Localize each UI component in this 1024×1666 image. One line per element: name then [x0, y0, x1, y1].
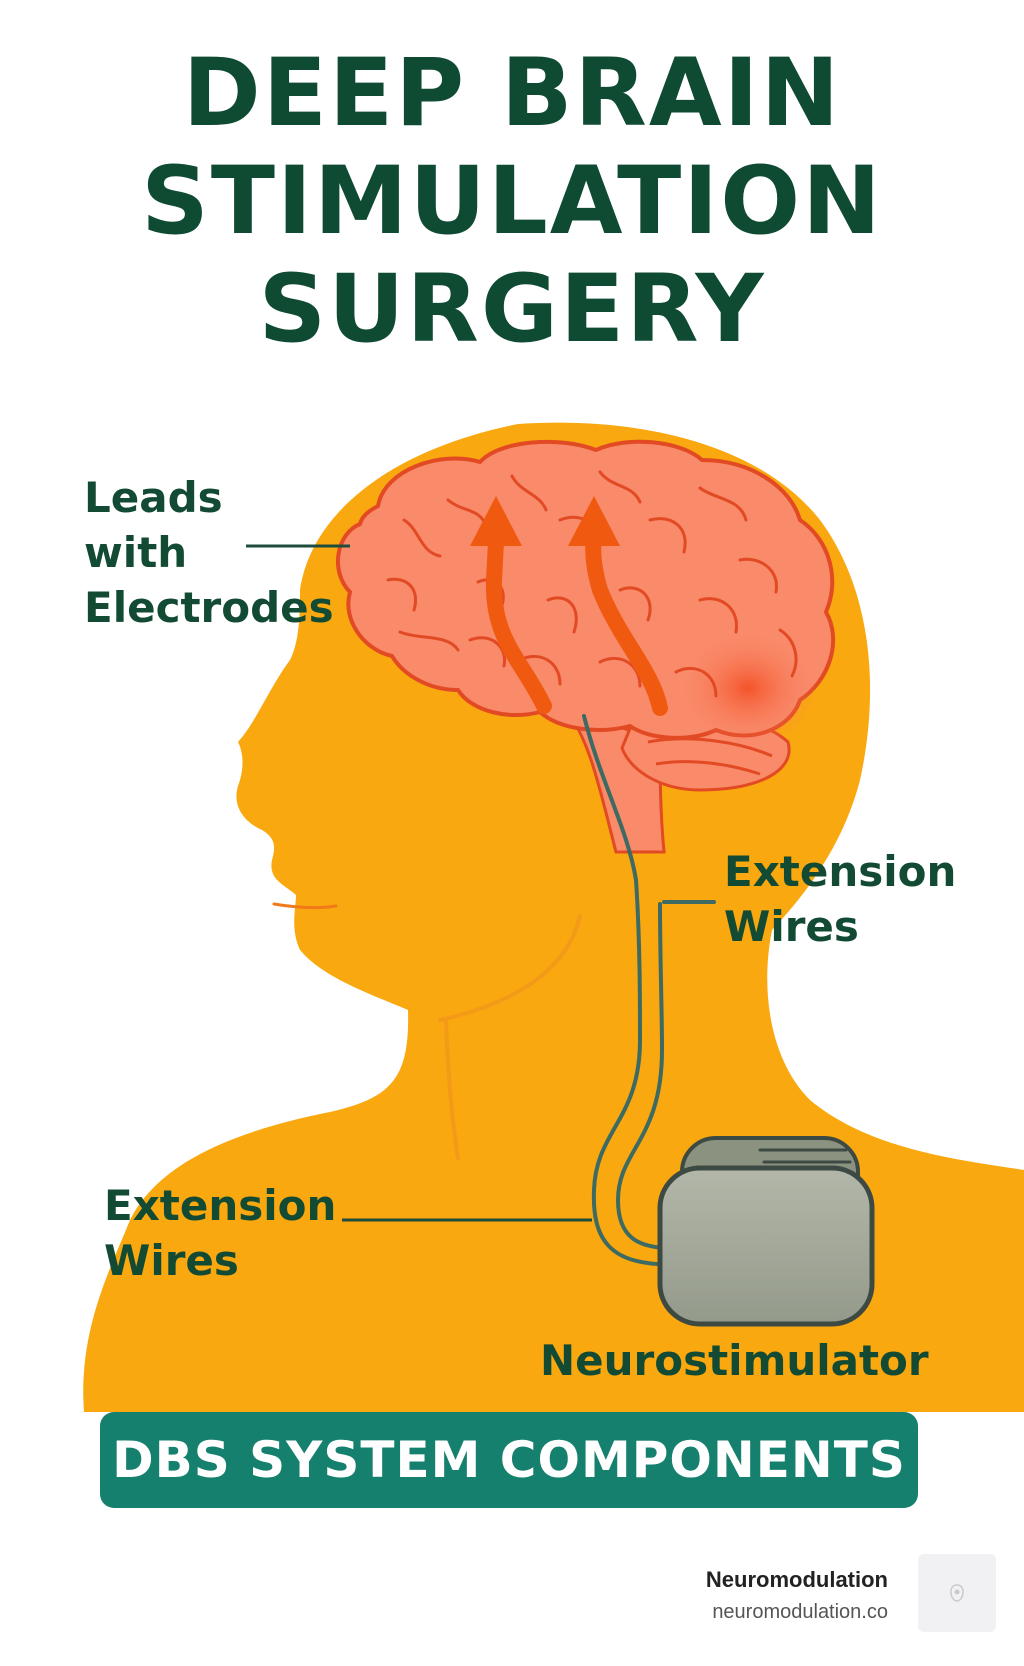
neurostimulator — [657, 1165, 875, 1327]
title-line-3: SURGERY — [258, 255, 766, 364]
brand-name: Neuromodulation — [705, 1567, 888, 1592]
page-title: DEEP BRAIN STIMULATION SURGERY — [0, 40, 1024, 364]
mouth-line — [272, 902, 338, 910]
neuromodulation-logo-icon — [950, 1584, 964, 1602]
brain-arrow-right — [585, 528, 668, 716]
title-line-2: STIMULATION — [141, 147, 883, 256]
neurostimulator-label: Neurostimulator — [540, 1336, 929, 1385]
brain-arrow-left-head — [470, 496, 522, 546]
brain-hot-spot — [678, 630, 818, 746]
cerebellum-fold-2 — [655, 760, 761, 776]
extension-left-line-2: Wires — [104, 1236, 239, 1285]
extension-right-line-2: Wires — [724, 902, 859, 951]
jaw-line — [438, 914, 582, 1022]
brand-block: Neuromodulation neuromodulation.co — [706, 1564, 888, 1628]
extension-wires-label-left: Extension Wires — [104, 1178, 336, 1288]
leads-label-line-2: with — [84, 528, 188, 577]
extension-wires-label-right: Extension Wires — [724, 844, 956, 954]
leads-label-line-1: Leads — [84, 473, 223, 522]
brand-logo[interactable] — [918, 1554, 996, 1632]
brain-arrow-left — [485, 528, 552, 714]
cerebellum-fold-1 — [647, 737, 773, 758]
title-line-1: DEEP BRAIN — [182, 39, 842, 148]
banner-text: DBS SYSTEM COMPONENTS — [112, 1431, 906, 1489]
components-banner: DBS SYSTEM COMPONENTS — [100, 1412, 918, 1508]
brain-arrow-right-head — [568, 496, 620, 546]
brand-url[interactable]: neuromodulation.co — [712, 1601, 888, 1623]
leads-label: Leads with Electrodes — [84, 470, 334, 635]
leads-label-line-3: Electrodes — [84, 583, 334, 632]
extension-wires — [582, 714, 682, 1267]
extension-left-line-1: Extension — [104, 1181, 337, 1230]
extension-right-line-1: Extension — [724, 847, 957, 896]
neck-line — [444, 1018, 460, 1160]
